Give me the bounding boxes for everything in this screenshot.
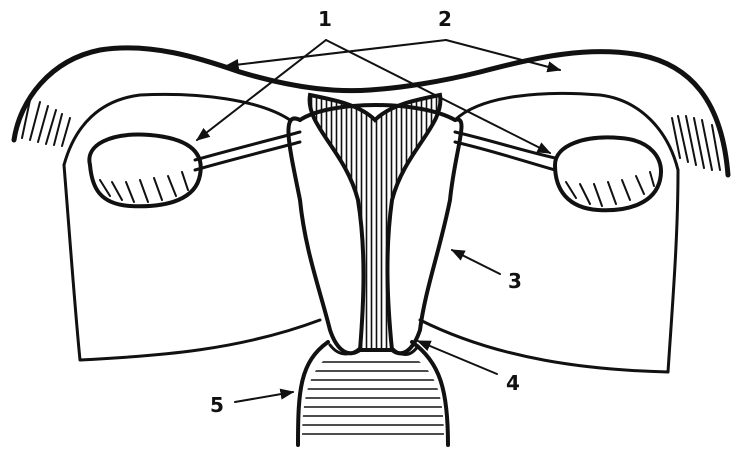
ovary-right <box>555 137 661 210</box>
uterine-cavity <box>310 95 441 350</box>
label-5: 5 <box>210 393 224 417</box>
label-1: 1 <box>318 7 332 31</box>
label-3: 3 <box>508 269 522 293</box>
ovary-left <box>89 135 200 207</box>
fallopian-tube-left <box>195 132 300 170</box>
fallopian-tube-right <box>455 132 555 170</box>
label-2: 2 <box>438 7 452 31</box>
label-4: 4 <box>506 371 520 395</box>
vagina <box>298 342 448 445</box>
broad-ligament-left <box>64 94 320 360</box>
